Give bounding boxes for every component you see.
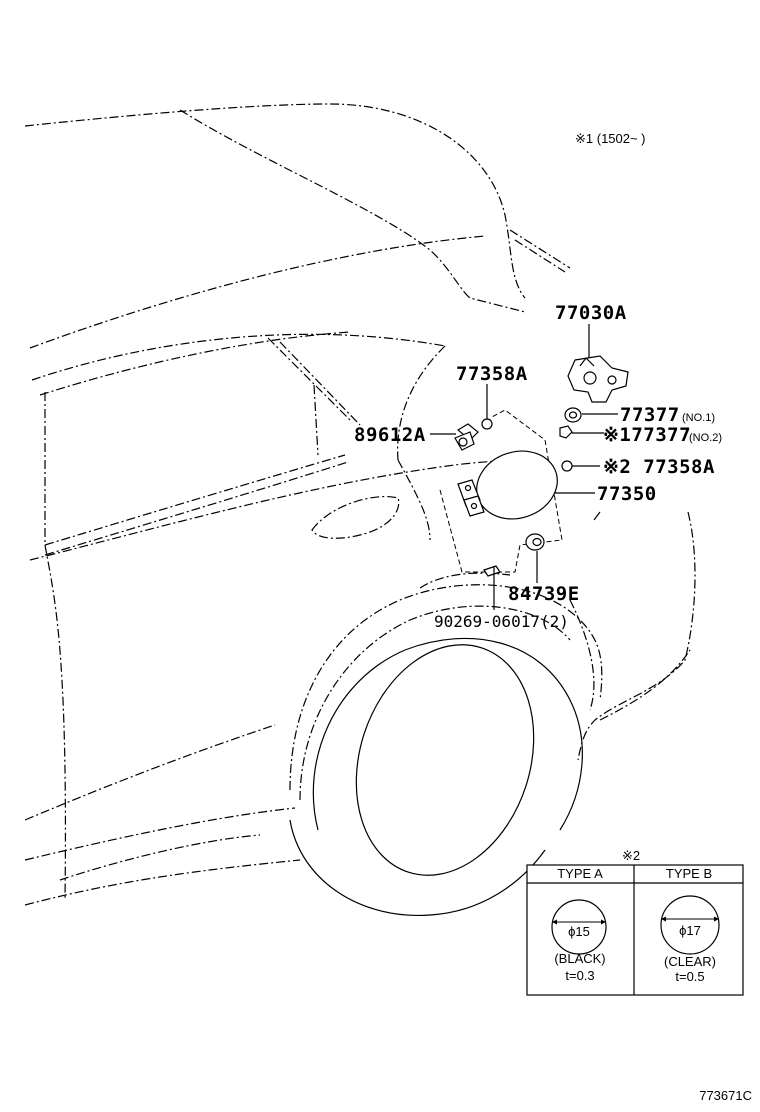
part-77358A-cushion-note (561, 460, 573, 472)
part-84739E-bumper (525, 533, 545, 551)
type-a-thickness: t=0.3 (565, 968, 594, 983)
callout-77350[interactable]: 77350 (597, 483, 657, 505)
table-marker: ※2 (622, 848, 640, 863)
type-b-diameter: ϕ17 (679, 923, 701, 938)
part-90269-rivet (483, 565, 501, 578)
part-77377-no1-grommet (564, 407, 582, 423)
part-77030A-lock-actuator (567, 355, 629, 403)
date-note: ※1 (1502~ ) (575, 131, 646, 146)
leader-lines (430, 324, 618, 610)
type-b-disc (660, 895, 720, 955)
type-b-color: (CLEAR) (664, 954, 716, 969)
callout-77377-no1-tag: (NO.1) (682, 412, 715, 424)
callout-84739E[interactable]: 84739E (508, 583, 580, 605)
part-89612A-sensor (454, 423, 479, 451)
type-a-diameter: ϕ15 (568, 924, 590, 939)
callout-77377-no2[interactable]: ※177377 (603, 424, 691, 446)
type-a-disc (551, 899, 607, 955)
callout-77358A-top[interactable]: 77358A (456, 363, 528, 385)
part-77377-no2-clip (559, 425, 573, 439)
type-b-thickness: t=0.5 (675, 969, 704, 984)
table-header-type-a: TYPE A (557, 866, 603, 881)
callout-77377-no1[interactable]: 77377 (620, 404, 680, 426)
part-77350-fuel-door (457, 450, 558, 520)
tire (289, 637, 583, 917)
callout-90269-06017[interactable]: 90269-06017(2) (434, 612, 569, 631)
callout-89612A[interactable]: 89612A (354, 424, 426, 446)
callout-77358A-note[interactable]: ※2 77358A (603, 456, 715, 478)
callout-77377-no2-tag: (NO.2) (689, 432, 722, 444)
part-77358A-cushion-top (481, 418, 493, 430)
type-a-color: (BLACK) (554, 951, 605, 966)
table-header-type-b: TYPE B (666, 866, 712, 881)
illustration-code: 773671C (699, 1088, 752, 1103)
cushion-type-table: ※2 TYPE A TYPE B ϕ15 (BLACK) t=0.3 ϕ17 (… (526, 848, 744, 996)
callout-77030A[interactable]: 77030A (555, 302, 627, 324)
vehicle-outline (24, 103, 696, 906)
